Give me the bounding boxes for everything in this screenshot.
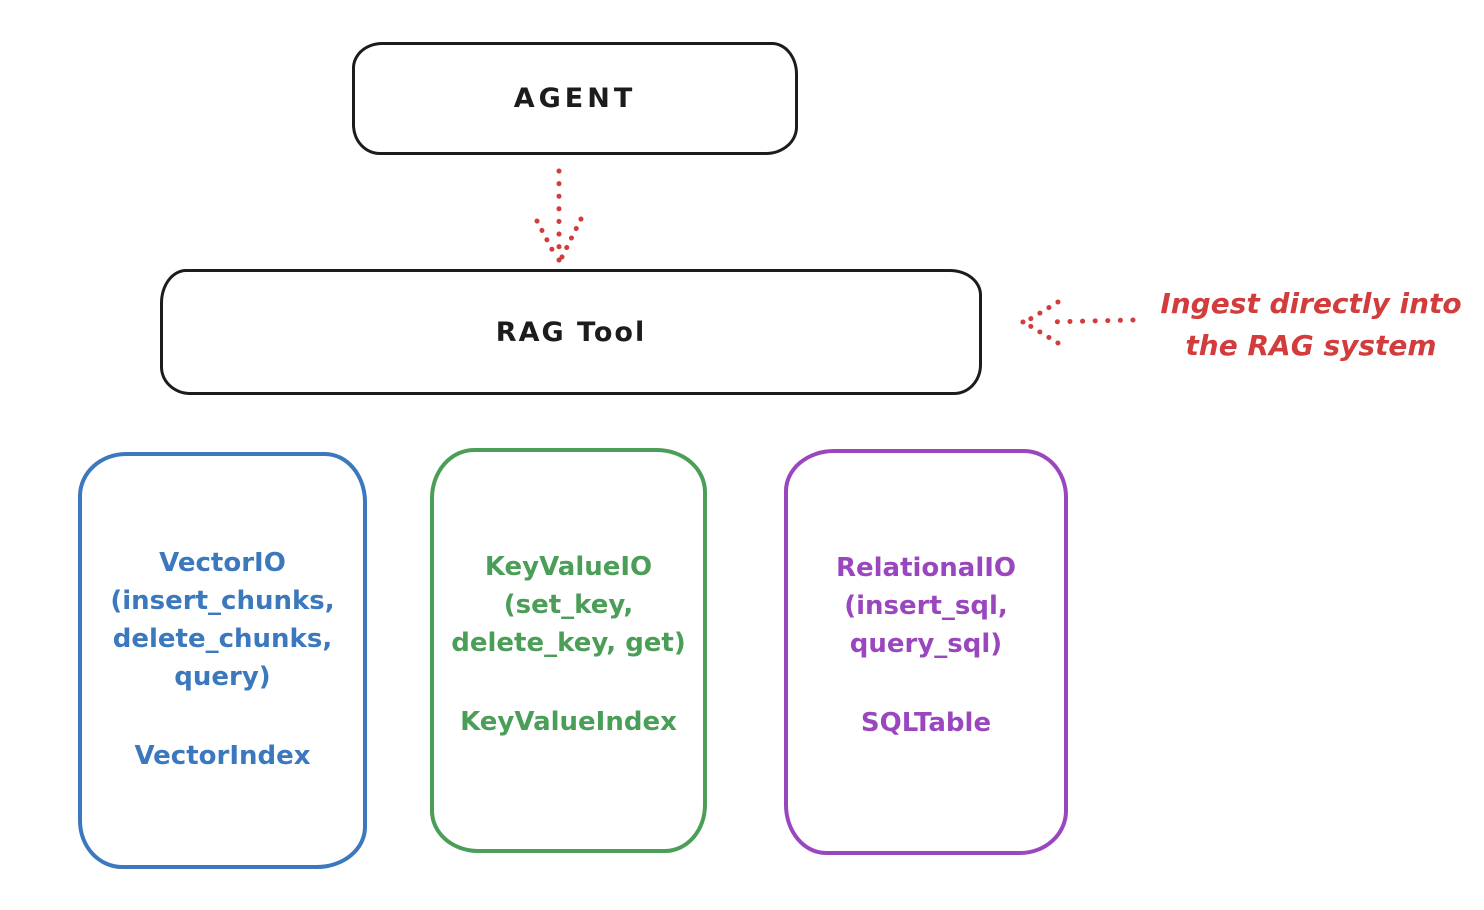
keyvalueio-title-line: KeyValueIO — [484, 552, 653, 582]
rag-tool-label: RAG Tool — [495, 316, 647, 348]
vectorio-text: VectorIO (insert_chunks, delete_chunks, … — [82, 544, 363, 775]
keyvalueindex-label: KeyValueIndex — [460, 707, 677, 737]
vectorio-node: VectorIO (insert_chunks, delete_chunks, … — [78, 452, 367, 869]
relationalio-methods-line2: query_sql) — [849, 629, 1003, 659]
relationalio-methods-line1: (insert_sql, — [844, 591, 1008, 621]
vectorio-methods-line1: (insert_chunks, — [110, 586, 335, 616]
relationalio-text: RelationalIO (insert_sql, query_sql) SQL… — [788, 549, 1064, 742]
keyvalueio-methods-line2: delete_key, get) — [451, 628, 686, 658]
ingest-annotation-line2: the RAG system — [1185, 329, 1437, 362]
sqltable-label: SQLTable — [860, 708, 992, 738]
ingest-annotation: Ingest directly into the RAG system — [1138, 283, 1484, 367]
keyvalueio-text: KeyValueIO (set_key, delete_key, get) Ke… — [434, 548, 703, 741]
vectorindex-label: VectorIndex — [134, 741, 311, 771]
keyvalueio-methods-line1: (set_key, — [503, 590, 634, 620]
vectorio-title-line: VectorIO — [159, 548, 286, 578]
vectorio-methods-line2: delete_chunks, — [112, 624, 333, 654]
vectorio-methods-line3: query) — [174, 662, 271, 692]
relationalio-node: RelationalIO (insert_sql, query_sql) SQL… — [784, 449, 1068, 855]
rag-tool-node: RAG Tool — [160, 269, 982, 395]
agent-label: AGENT — [513, 83, 637, 114]
keyvalueio-node: KeyValueIO (set_key, delete_key, get) Ke… — [430, 448, 707, 853]
ingest-annotation-line1: Ingest directly into — [1160, 287, 1462, 320]
ingest-annotation-arrow — [1019, 299, 1136, 346]
relationalio-title-line: RelationalIO — [835, 553, 1017, 583]
agent-to-rag-arrow — [534, 168, 584, 264]
agent-node: AGENT — [352, 42, 798, 155]
